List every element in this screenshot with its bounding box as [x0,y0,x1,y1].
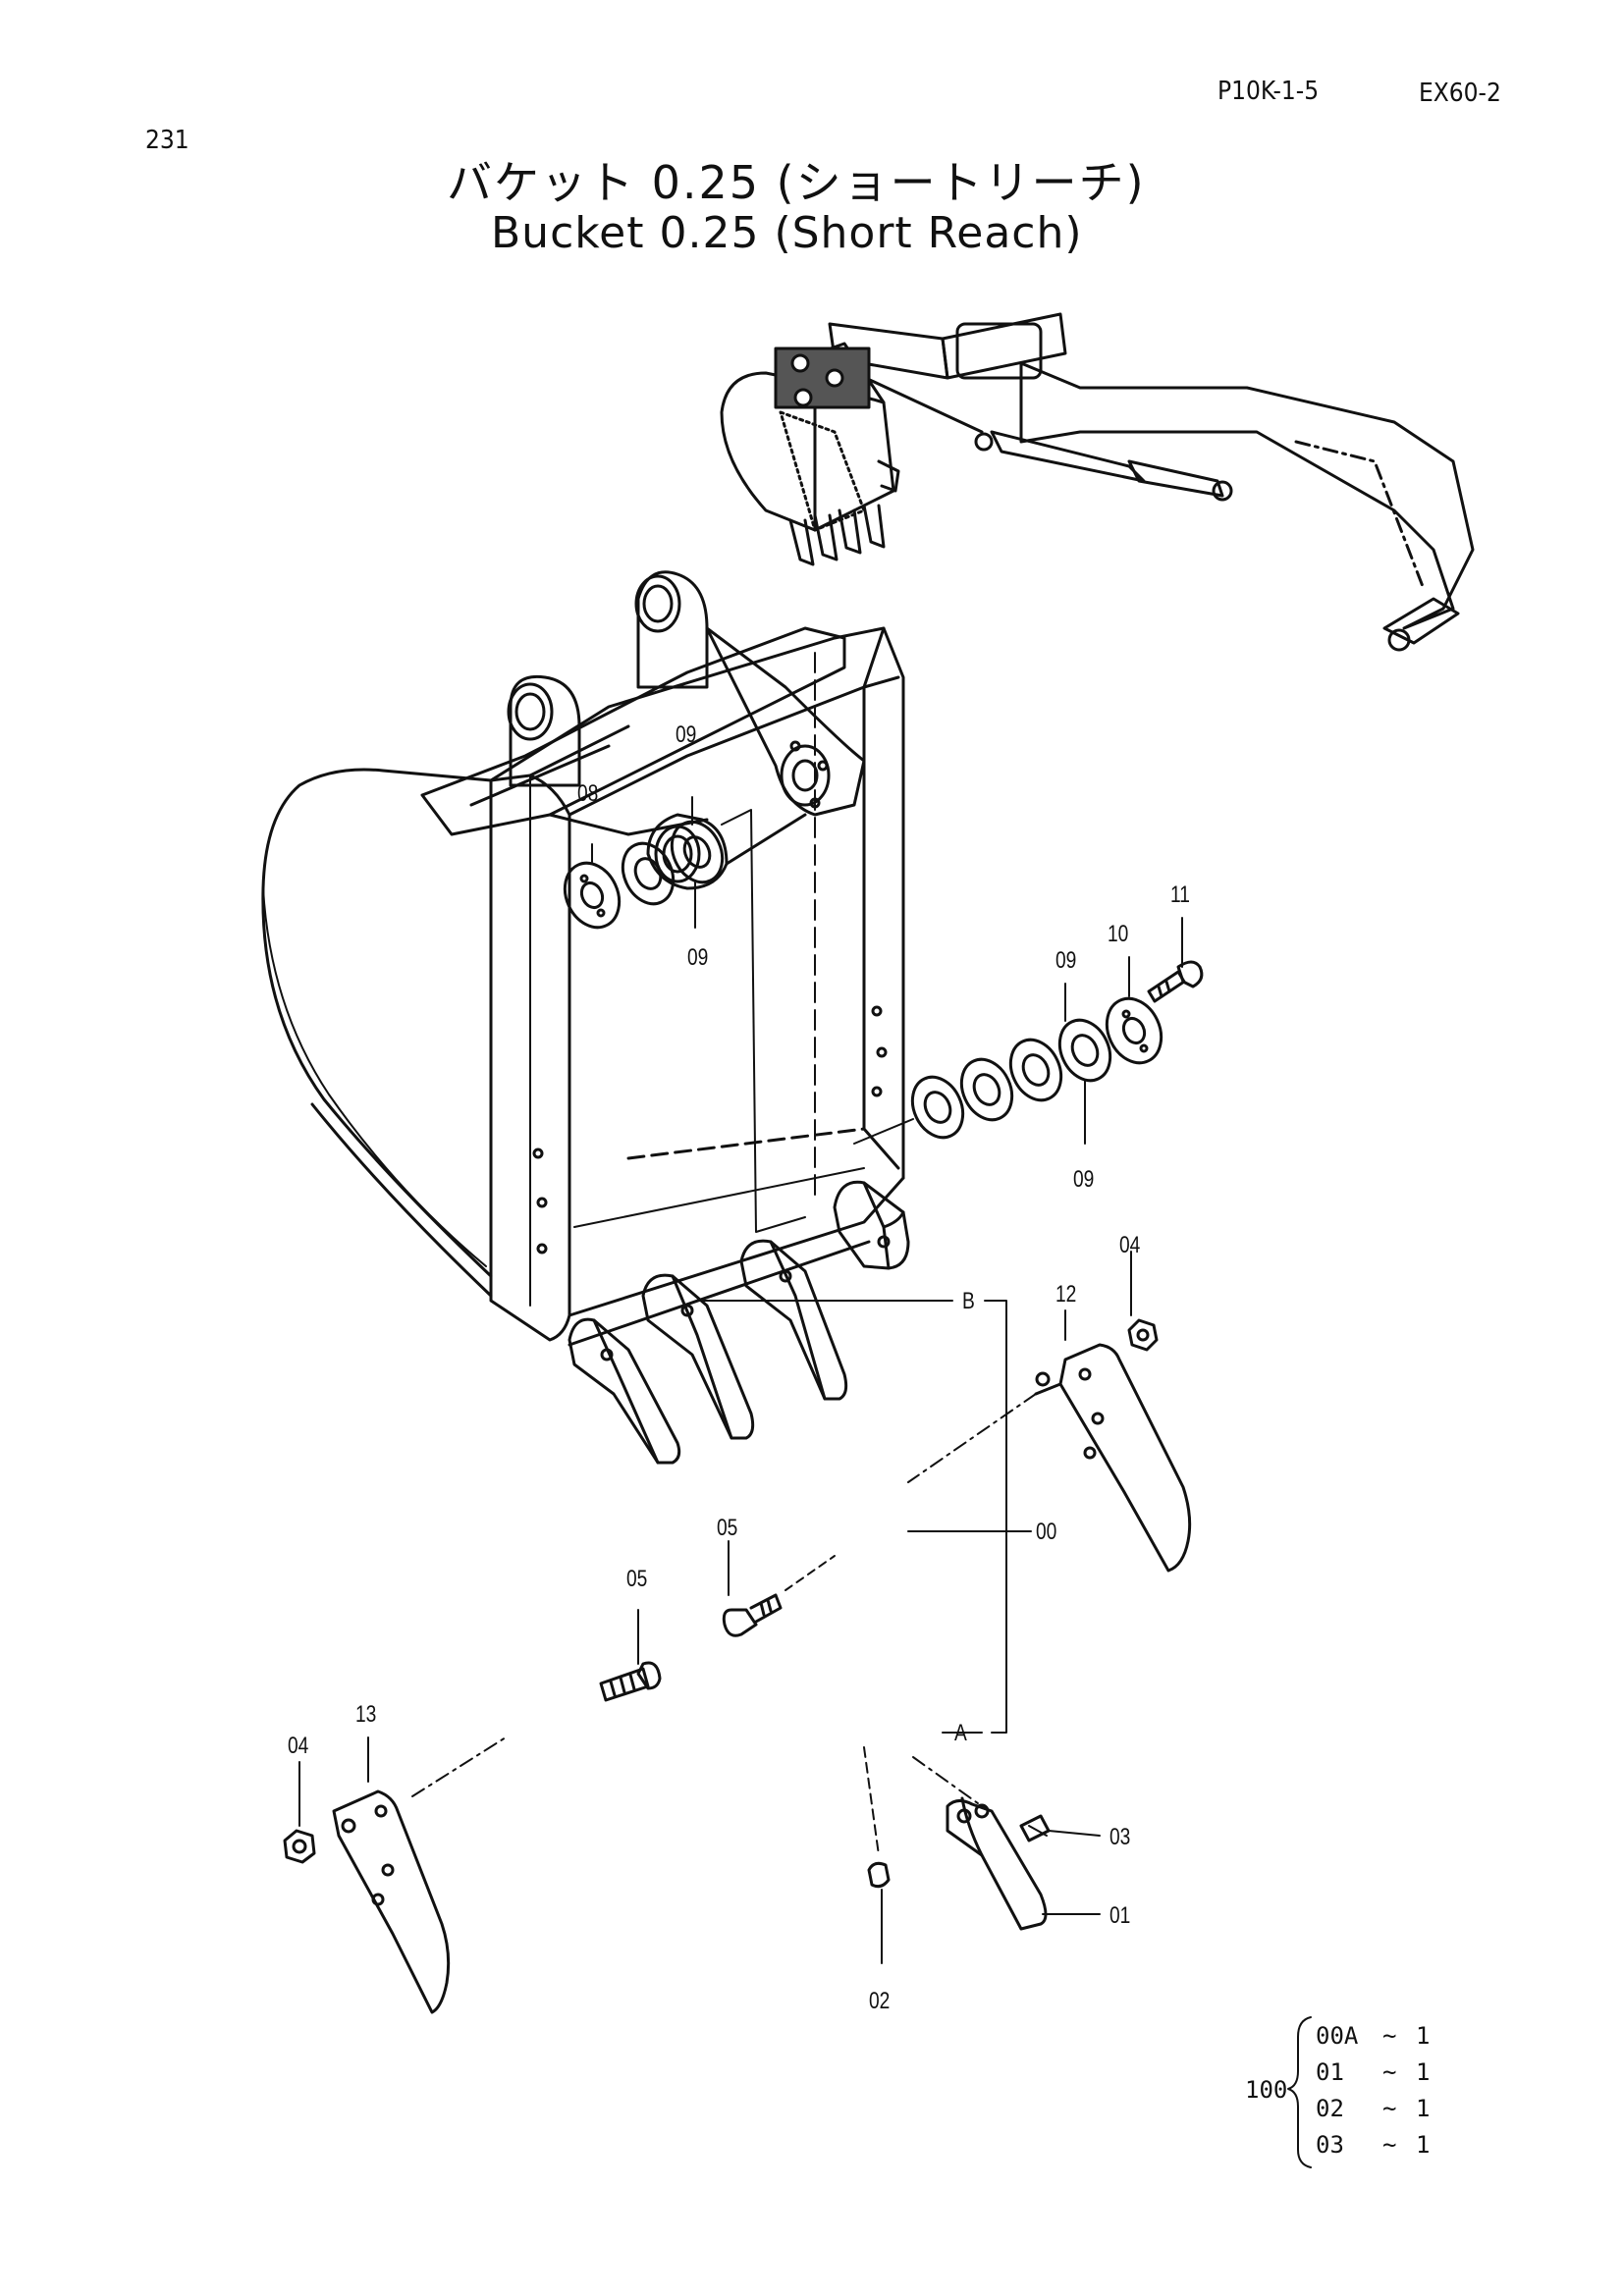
title-japanese: バケット 0.25 (ショートリーチ) [447,156,1146,209]
callout-08: 08 [577,780,599,807]
callout-12: 12 [1055,1281,1077,1308]
inset-bucket [720,342,900,566]
arm-overview-illustration [720,312,1475,652]
nut-04-left [283,1829,316,1864]
kit-item-sep: ~ [1382,2058,1397,2086]
nut-04-right [1127,1318,1159,1352]
kit-item-part: 03 [1316,2131,1344,2159]
kit-item-sep: ~ [1382,2131,1397,2159]
callout-01: 01 [1109,1902,1131,1929]
plate-08 [563,861,622,930]
kit-item: 02 ~1 [1316,2095,1430,2122]
ref-label-b: B [962,1288,975,1314]
callout-04-left: 04 [288,1733,309,1759]
callout-09-top-left: 09 [676,721,697,748]
callout-02: 02 [869,1988,891,2014]
kit-item-part: 00A [1316,2022,1359,2050]
callout-09-bottom-left: 09 [687,944,709,971]
shim-09-right-a [910,1075,965,1140]
kit-item-part: 02 [1316,2095,1344,2122]
kit-item-qty: 1 [1416,2022,1431,2050]
callout-05-upper: 05 [717,1515,738,1541]
callout-09-bottom-right: 09 [1073,1166,1095,1193]
kit-item-qty: 1 [1416,2095,1431,2122]
kit-item: 03 ~1 [1316,2131,1430,2159]
kit-item-part: 01 [1316,2058,1344,2086]
kit-item-qty: 1 [1416,2058,1431,2086]
kit-item: 00A ~1 [1316,2022,1430,2050]
leader-lines [298,796,1183,1964]
ref-label-a: A [954,1720,967,1746]
bolt-05-upper [722,1593,783,1637]
callout-03: 03 [1109,1824,1131,1850]
side-cutter-right [1034,1343,1192,1573]
tooth-pin [867,1861,891,1889]
callout-09-top-right: 09 [1055,947,1077,974]
shim-09-right-b [959,1057,1014,1122]
kit-item-qty: 1 [1416,2131,1431,2159]
lock-wedge [1019,1814,1051,1842]
link-bracket [420,570,866,890]
side-cutter-left [332,1789,451,2014]
callout-11: 11 [1170,881,1190,908]
shim-09-right-c [1008,1038,1063,1102]
bolt-05-lower [599,1661,662,1702]
callout-05-lower: 05 [626,1566,648,1592]
callout-04-right: 04 [1119,1232,1141,1258]
document-code: P10K-1-5 [1217,77,1320,106]
bucket-main-assembly [261,626,905,1347]
shim-09-right-d [1057,1018,1112,1083]
callout-00: 00 [1036,1519,1057,1545]
kit-number: 100 [1245,2076,1288,2104]
shim-09-left-b [670,820,725,884]
bucket-teeth [568,1180,910,1465]
plate-10 [1105,996,1163,1065]
shim-09-left-a [621,841,676,906]
bolt-11 [1147,960,1204,1003]
model-code: EX60-2 [1419,79,1501,108]
callout-10: 10 [1108,921,1129,947]
kit-item: 01 ~1 [1316,2058,1430,2086]
spare-tooth [946,1796,1048,1931]
kit-item-sep: ~ [1382,2095,1397,2122]
page-number: 231 [145,126,189,155]
title-english: Bucket 0.25 (Short Reach) [491,208,1083,258]
callout-13: 13 [355,1701,377,1728]
kit-brace [1287,2016,1312,2168]
kit-item-sep: ~ [1382,2022,1397,2050]
